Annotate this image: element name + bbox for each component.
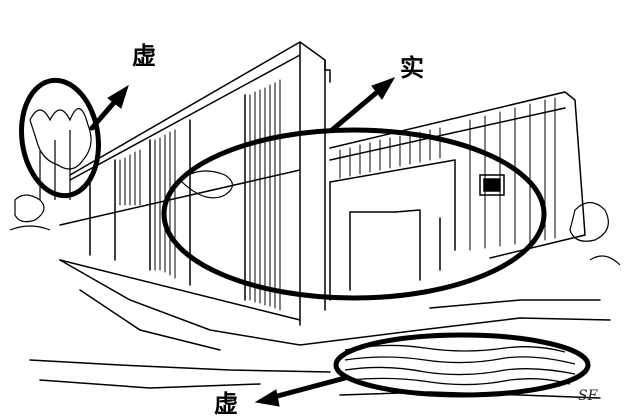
annotation-label-solid: 实 <box>400 54 424 82</box>
arrow-bottom-left <box>267 375 348 401</box>
top-left-ellipse <box>19 77 101 199</box>
artist-signature: SF <box>578 388 598 404</box>
foliage-sketch <box>9 108 621 266</box>
bottom-ellipse <box>333 332 591 398</box>
arrow-right <box>329 85 385 133</box>
annotation-label-void-top: 虚 <box>132 42 156 70</box>
arrow-top-left <box>89 95 121 131</box>
building-sketch <box>29 41 611 399</box>
annotation-label-void-bottom: 虚 <box>214 390 238 418</box>
center-ellipse <box>161 127 547 301</box>
water-hatch <box>344 344 576 386</box>
arrows <box>89 77 396 407</box>
